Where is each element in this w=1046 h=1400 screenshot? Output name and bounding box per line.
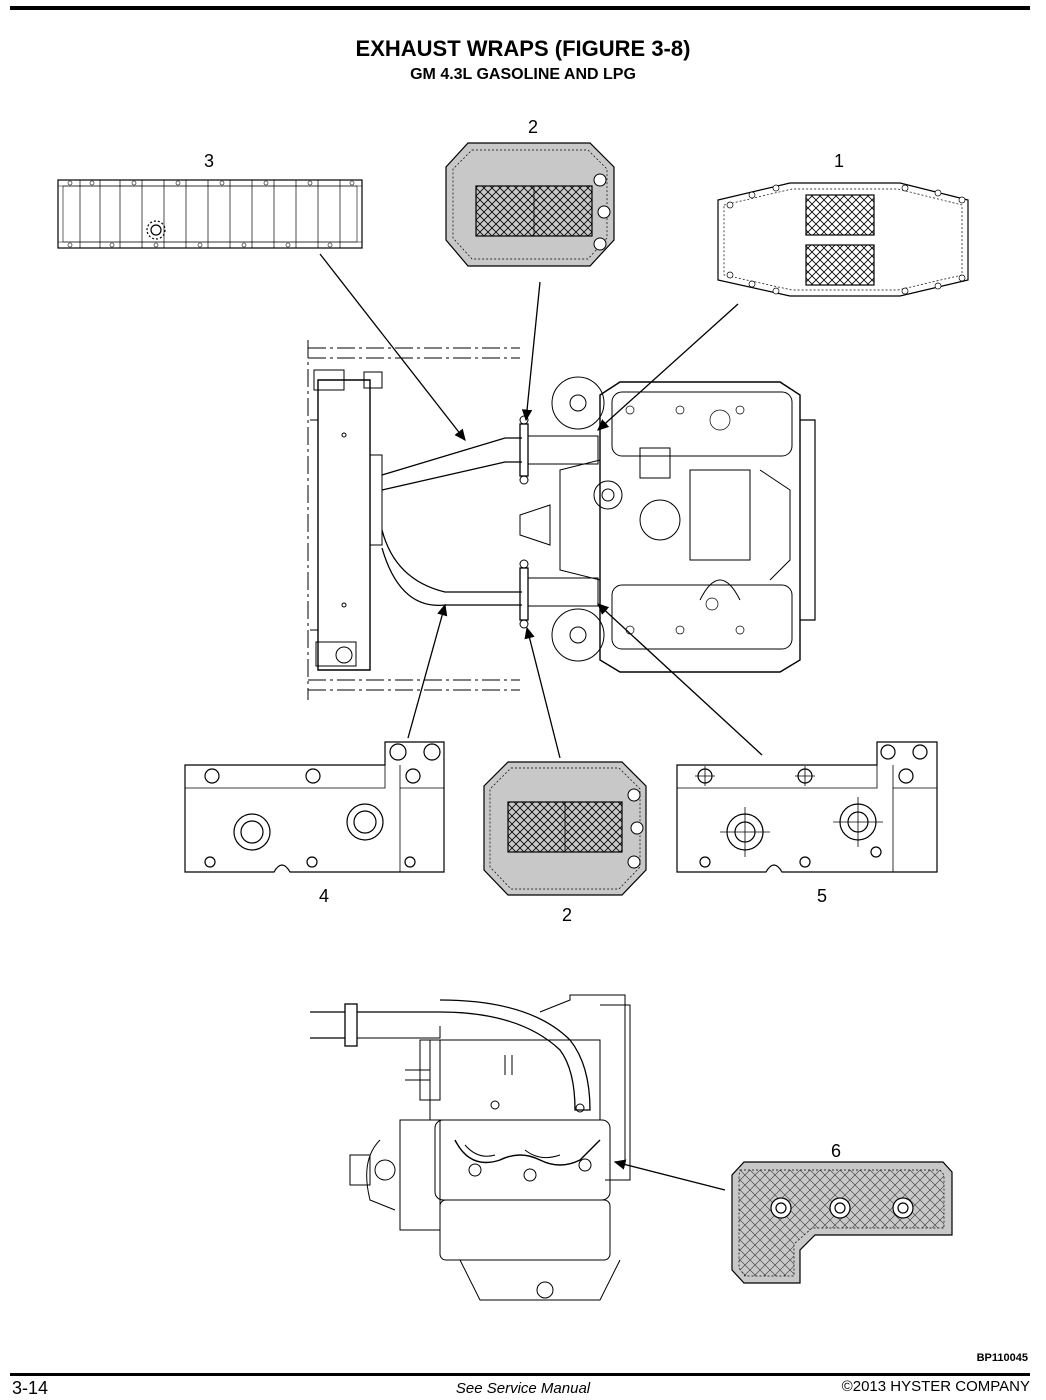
wrap-part-4 <box>184 741 445 873</box>
wrap-part-6 <box>731 1161 953 1284</box>
callout-2-top: 2 <box>528 117 538 137</box>
engine-side-view <box>310 994 631 1301</box>
wrap-part-3 <box>57 179 363 249</box>
callout-2-bottom: 2 <box>562 905 572 925</box>
callout-6: 6 <box>831 1141 841 1161</box>
wrap-part-2-bottom <box>483 761 647 896</box>
callout-4: 4 <box>319 886 329 906</box>
callout-5: 5 <box>817 886 827 906</box>
wrap-part-5 <box>676 741 938 873</box>
page-title: EXHAUST WRAPS (FIGURE 3-8) <box>355 36 691 61</box>
top-rule <box>10 6 1030 10</box>
bottom-rule <box>10 1373 1030 1376</box>
page-number: 3-14 <box>12 1378 49 1398</box>
callout-1: 1 <box>834 151 844 171</box>
figure-reference: BP110045 <box>976 1352 1028 1364</box>
wrap-part-1 <box>717 182 969 297</box>
callout-3: 3 <box>204 151 214 171</box>
footer-center-text: See Service Manual <box>455 1380 591 1397</box>
page-subtitle: GM 4.3L GASOLINE AND LPG <box>410 66 636 83</box>
engine-top-view <box>307 340 816 700</box>
wrap-part-2-top <box>445 142 615 267</box>
leader-arrows <box>319 253 763 1191</box>
copyright: ©2013 HYSTER COMPANY <box>841 1378 1030 1395</box>
